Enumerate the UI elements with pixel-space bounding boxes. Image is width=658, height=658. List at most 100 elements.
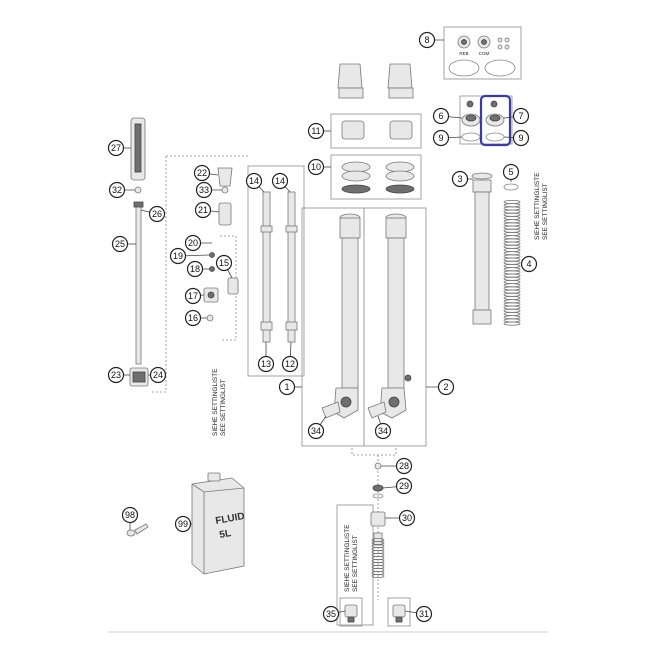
callout-c25: 25 bbox=[111, 235, 129, 253]
callout-c32: 32 bbox=[108, 181, 126, 199]
callout-number: 30 bbox=[402, 513, 412, 523]
settinglist-note-left: SIEHE SETTINGLISTE SEE SETTINGLIST bbox=[212, 368, 227, 436]
callout-c13: 13 bbox=[257, 355, 275, 373]
callout-number: 24 bbox=[153, 370, 163, 380]
callout-number: 23 bbox=[111, 370, 121, 380]
group-box-10 bbox=[330, 154, 422, 200]
callout-c14b: 14 bbox=[271, 172, 289, 190]
caps-parts-6-7 bbox=[461, 100, 505, 142]
callout-c33: 33 bbox=[195, 181, 213, 199]
callout-c15: 15 bbox=[215, 254, 233, 272]
callout-c31: 31 bbox=[415, 605, 433, 623]
callout-c3: 3 bbox=[451, 170, 469, 188]
callout-c14a: 14 bbox=[245, 172, 263, 190]
callout-number: 31 bbox=[419, 609, 429, 619]
dash-link-bottom bbox=[351, 448, 397, 456]
spring-coil bbox=[503, 286, 521, 291]
callout-c22: 22 bbox=[193, 164, 211, 182]
fork-leg-part-2 bbox=[367, 213, 412, 419]
spring-part-4 bbox=[503, 199, 521, 326]
callout-number: 34 bbox=[378, 426, 388, 436]
spring-coil bbox=[503, 295, 521, 300]
callout-number: 33 bbox=[199, 185, 209, 195]
adjuster-set-part-8: REB COM bbox=[448, 35, 516, 77]
spring-coil bbox=[503, 212, 521, 217]
callout-number: 28 bbox=[399, 461, 409, 471]
svg-text:SEE SETTINGLIST: SEE SETTINGLIST bbox=[542, 183, 549, 240]
fork-seals-part-10 bbox=[341, 161, 415, 194]
callout-c2: 2 bbox=[437, 378, 455, 396]
callout-number: 10 bbox=[311, 162, 321, 172]
fluid-label-line1: FLUID bbox=[215, 511, 246, 527]
spring-coil bbox=[503, 315, 521, 320]
parts-valve-stack bbox=[203, 167, 239, 322]
spring-coil bbox=[503, 219, 521, 224]
lower-parts-28-29-30 bbox=[370, 462, 386, 579]
callout-number: 35 bbox=[326, 609, 336, 619]
callout-c98: 98 bbox=[121, 506, 139, 524]
spring-coil bbox=[503, 203, 521, 208]
callout-c9b: 9 bbox=[512, 129, 530, 147]
group-box-8 bbox=[443, 26, 522, 80]
spring-coil bbox=[371, 574, 385, 579]
callout-number: 14 bbox=[275, 176, 285, 186]
callout-number: 21 bbox=[198, 205, 208, 215]
callout-c24: 24 bbox=[149, 366, 167, 384]
fork-leg-part-1 bbox=[321, 213, 361, 419]
fluid-label-line2: 5L bbox=[219, 528, 232, 541]
callout-number: 99 bbox=[178, 519, 188, 529]
callout-c99: 99 bbox=[174, 515, 192, 533]
callout-number: 16 bbox=[188, 313, 198, 323]
callout-c28: 28 bbox=[395, 457, 413, 475]
spring-coil bbox=[503, 251, 521, 256]
callout-c4: 4 bbox=[520, 255, 538, 273]
spring-coil bbox=[503, 260, 521, 265]
callout-number: 26 bbox=[152, 209, 162, 219]
spring-coil bbox=[503, 276, 521, 281]
spring-coil bbox=[503, 321, 521, 326]
callout-c6: 6 bbox=[432, 107, 450, 125]
spring-coil bbox=[503, 222, 521, 227]
callout-number: 13 bbox=[261, 359, 271, 369]
callout-c16: 16 bbox=[184, 309, 202, 327]
callout-c27: 27 bbox=[107, 139, 125, 157]
callout-c5: 5 bbox=[502, 163, 520, 181]
spring-coil bbox=[503, 257, 521, 262]
callout-c17: 17 bbox=[184, 287, 202, 305]
callout-number: 17 bbox=[188, 291, 198, 301]
spring-coil bbox=[503, 247, 521, 252]
ring-part-5 bbox=[503, 183, 519, 191]
fork-cap-bushings bbox=[337, 63, 414, 99]
callout-number: 9 bbox=[518, 133, 523, 143]
svg-text:SIEHE SETTINGLISTE: SIEHE SETTINGLISTE bbox=[344, 524, 351, 592]
cartridge-part-27 bbox=[130, 117, 146, 181]
settinglist-note-right: SIEHE SETTINGLISTE SEE SETTINGLIST bbox=[534, 172, 549, 240]
group-box-12-13 bbox=[247, 165, 305, 377]
callout-c9a: 9 bbox=[432, 129, 450, 147]
damper-tubes-parts-12-13 bbox=[260, 191, 298, 343]
callout-c35: 35 bbox=[322, 605, 340, 623]
spring-coil bbox=[503, 235, 521, 240]
spring-coil bbox=[503, 225, 521, 230]
callout-number: 18 bbox=[190, 264, 200, 274]
svg-text:SEE SETTINGLIST: SEE SETTINGLIST bbox=[220, 379, 227, 436]
svg-text:SEE SETTINGLIST: SEE SETTINGLIST bbox=[352, 535, 359, 592]
bottom-nuts-31-35 bbox=[344, 604, 406, 623]
callout-number: 27 bbox=[111, 143, 121, 153]
callout-number: 11 bbox=[311, 126, 320, 136]
spring-coil bbox=[503, 209, 521, 214]
com-label: COM bbox=[479, 51, 490, 56]
spring-coil bbox=[503, 238, 521, 243]
spring-coil bbox=[503, 308, 521, 313]
callout-number: 4 bbox=[526, 259, 531, 269]
spring-coil bbox=[503, 228, 521, 233]
callout-c8: 8 bbox=[418, 31, 436, 49]
callout-number: 6 bbox=[438, 111, 443, 121]
outer-tube-part-3 bbox=[471, 172, 493, 325]
spring-coil bbox=[503, 311, 521, 316]
svg-text:SIEHE SETTINGLISTE: SIEHE SETTINGLISTE bbox=[534, 172, 541, 240]
spring-coil bbox=[503, 267, 521, 272]
